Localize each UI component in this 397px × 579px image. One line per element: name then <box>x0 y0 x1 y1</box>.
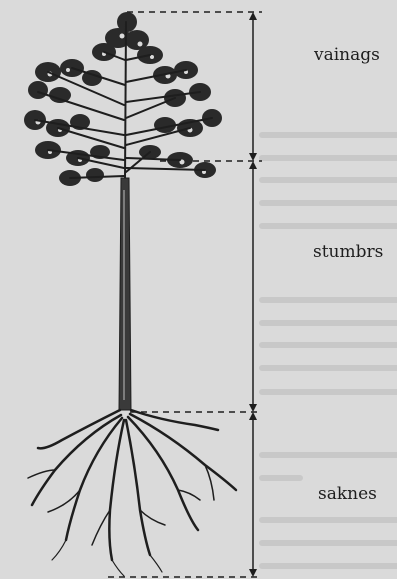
trunk-label: stumbrs <box>313 242 383 262</box>
tree-illustration <box>24 12 236 576</box>
roots-label: saknes <box>318 484 377 504</box>
tree-roots <box>28 410 236 576</box>
tree-trunk <box>119 178 131 410</box>
crown-label: vainags <box>314 45 380 65</box>
